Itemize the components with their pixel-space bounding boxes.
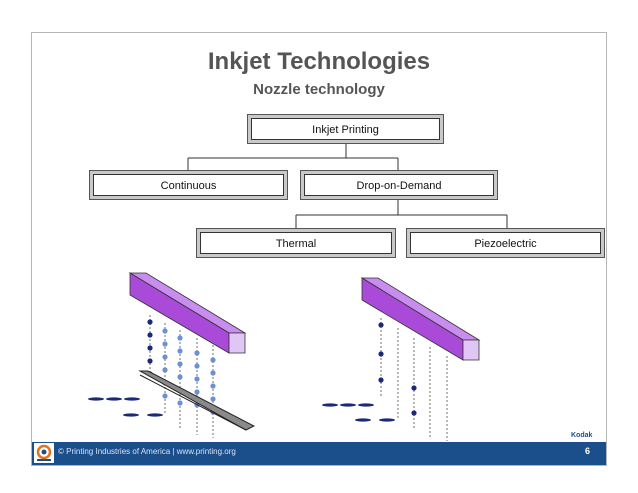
dod-printhead-end (462, 339, 480, 361)
node-piezoelectric: Piezoelectric (410, 232, 601, 254)
image-credit: Kodak (571, 432, 593, 439)
tree-connectors (187, 142, 508, 231)
footer-text: © Printing Industries of America | www.p… (58, 447, 236, 456)
node-continuous: Continuous (93, 174, 284, 196)
footer-bar: © Printing Industries of America | www.p… (32, 442, 606, 465)
node-drop-on-demand: Drop-on-Demand (304, 174, 494, 196)
dod-printhead-front (361, 277, 464, 361)
printhead-end (228, 332, 246, 354)
catcher-gutter (138, 370, 256, 431)
page-number: 6 (584, 446, 590, 456)
slide-subtitle: Nozzle technology (253, 81, 385, 98)
slide-title: Inkjet Technologies (207, 48, 431, 75)
continuous-inkjet-illustration (88, 272, 256, 438)
drop-on-demand-illustration (322, 277, 481, 441)
node-inkjet-printing: Inkjet Printing (251, 118, 440, 140)
node-thermal: Thermal (200, 232, 392, 254)
slide: Inkjet Technologies Nozzle technology In… (31, 32, 607, 466)
pia-logo-icon (34, 443, 54, 463)
